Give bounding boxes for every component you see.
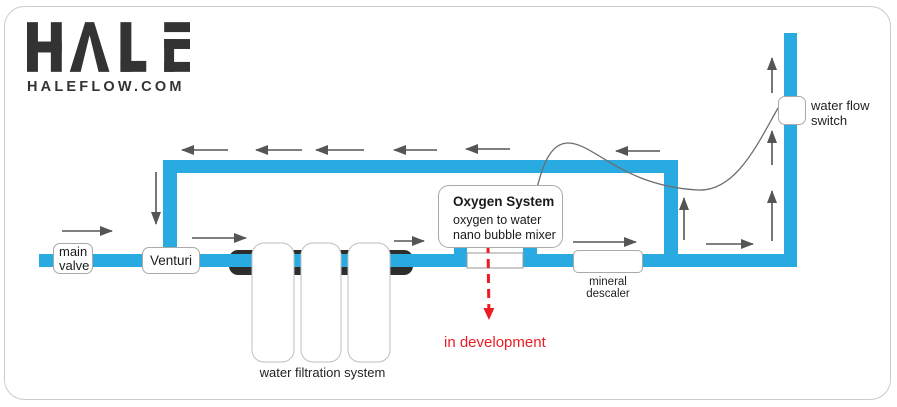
filter-canisters <box>251 242 391 363</box>
filter-canister-2 <box>300 242 342 363</box>
pipe-riser-left <box>163 160 177 260</box>
oxygen-system-desc-line1: oxygen to water <box>453 213 542 227</box>
pipe-vertical-right <box>784 33 797 267</box>
hale-logo: HALEFLOW.COM <box>27 22 190 95</box>
sensor-wire <box>536 107 779 191</box>
oxygen-system-title: Oxygen System <box>453 194 555 209</box>
mineral-descaler-label: mineral descaler <box>586 276 630 300</box>
venturi-label: Venturi <box>149 253 193 268</box>
filter-canister-3 <box>347 242 391 363</box>
logo-letter-a <box>69 22 110 72</box>
filter-canister-1 <box>251 242 295 363</box>
pipe-vertical-mid <box>664 160 678 260</box>
mixer-inline-unit <box>466 252 524 269</box>
oxygen-system-desc-line2: nano bubble mixer <box>453 227 556 242</box>
water-flow-switch-label: water flow switch <box>811 98 870 128</box>
website-text: HALEFLOW.COM <box>27 79 185 95</box>
in-development-label: in development <box>444 334 546 351</box>
oxygen-system-box: Oxygen System oxygen to water nano bubbl… <box>438 185 563 248</box>
water-filtration-label: water filtration system <box>259 365 386 380</box>
main-valve-label-line2: valve <box>59 257 90 273</box>
flow-arrows <box>62 57 777 249</box>
development-arrow <box>483 243 495 320</box>
main-valve-box: main valve <box>53 243 93 274</box>
water-flow-switch-label-line1: water flow <box>811 98 870 113</box>
mineral-descaler-box <box>573 250 643 273</box>
venturi-box: Venturi <box>142 247 200 274</box>
mixer-flange-right <box>523 248 537 267</box>
water-flow-switch-label-line2: switch <box>811 112 848 128</box>
main-valve-label-line1: main <box>59 243 88 259</box>
page-border <box>4 6 891 400</box>
logo-letter-h <box>27 22 62 72</box>
logo-letter-l <box>120 22 147 72</box>
water-flow-switch-box <box>778 96 806 125</box>
mixer-flange-left <box>454 248 467 267</box>
pipe-top-return <box>163 160 678 173</box>
hale-logo-letters <box>27 22 190 72</box>
logo-letter-e <box>164 22 190 72</box>
